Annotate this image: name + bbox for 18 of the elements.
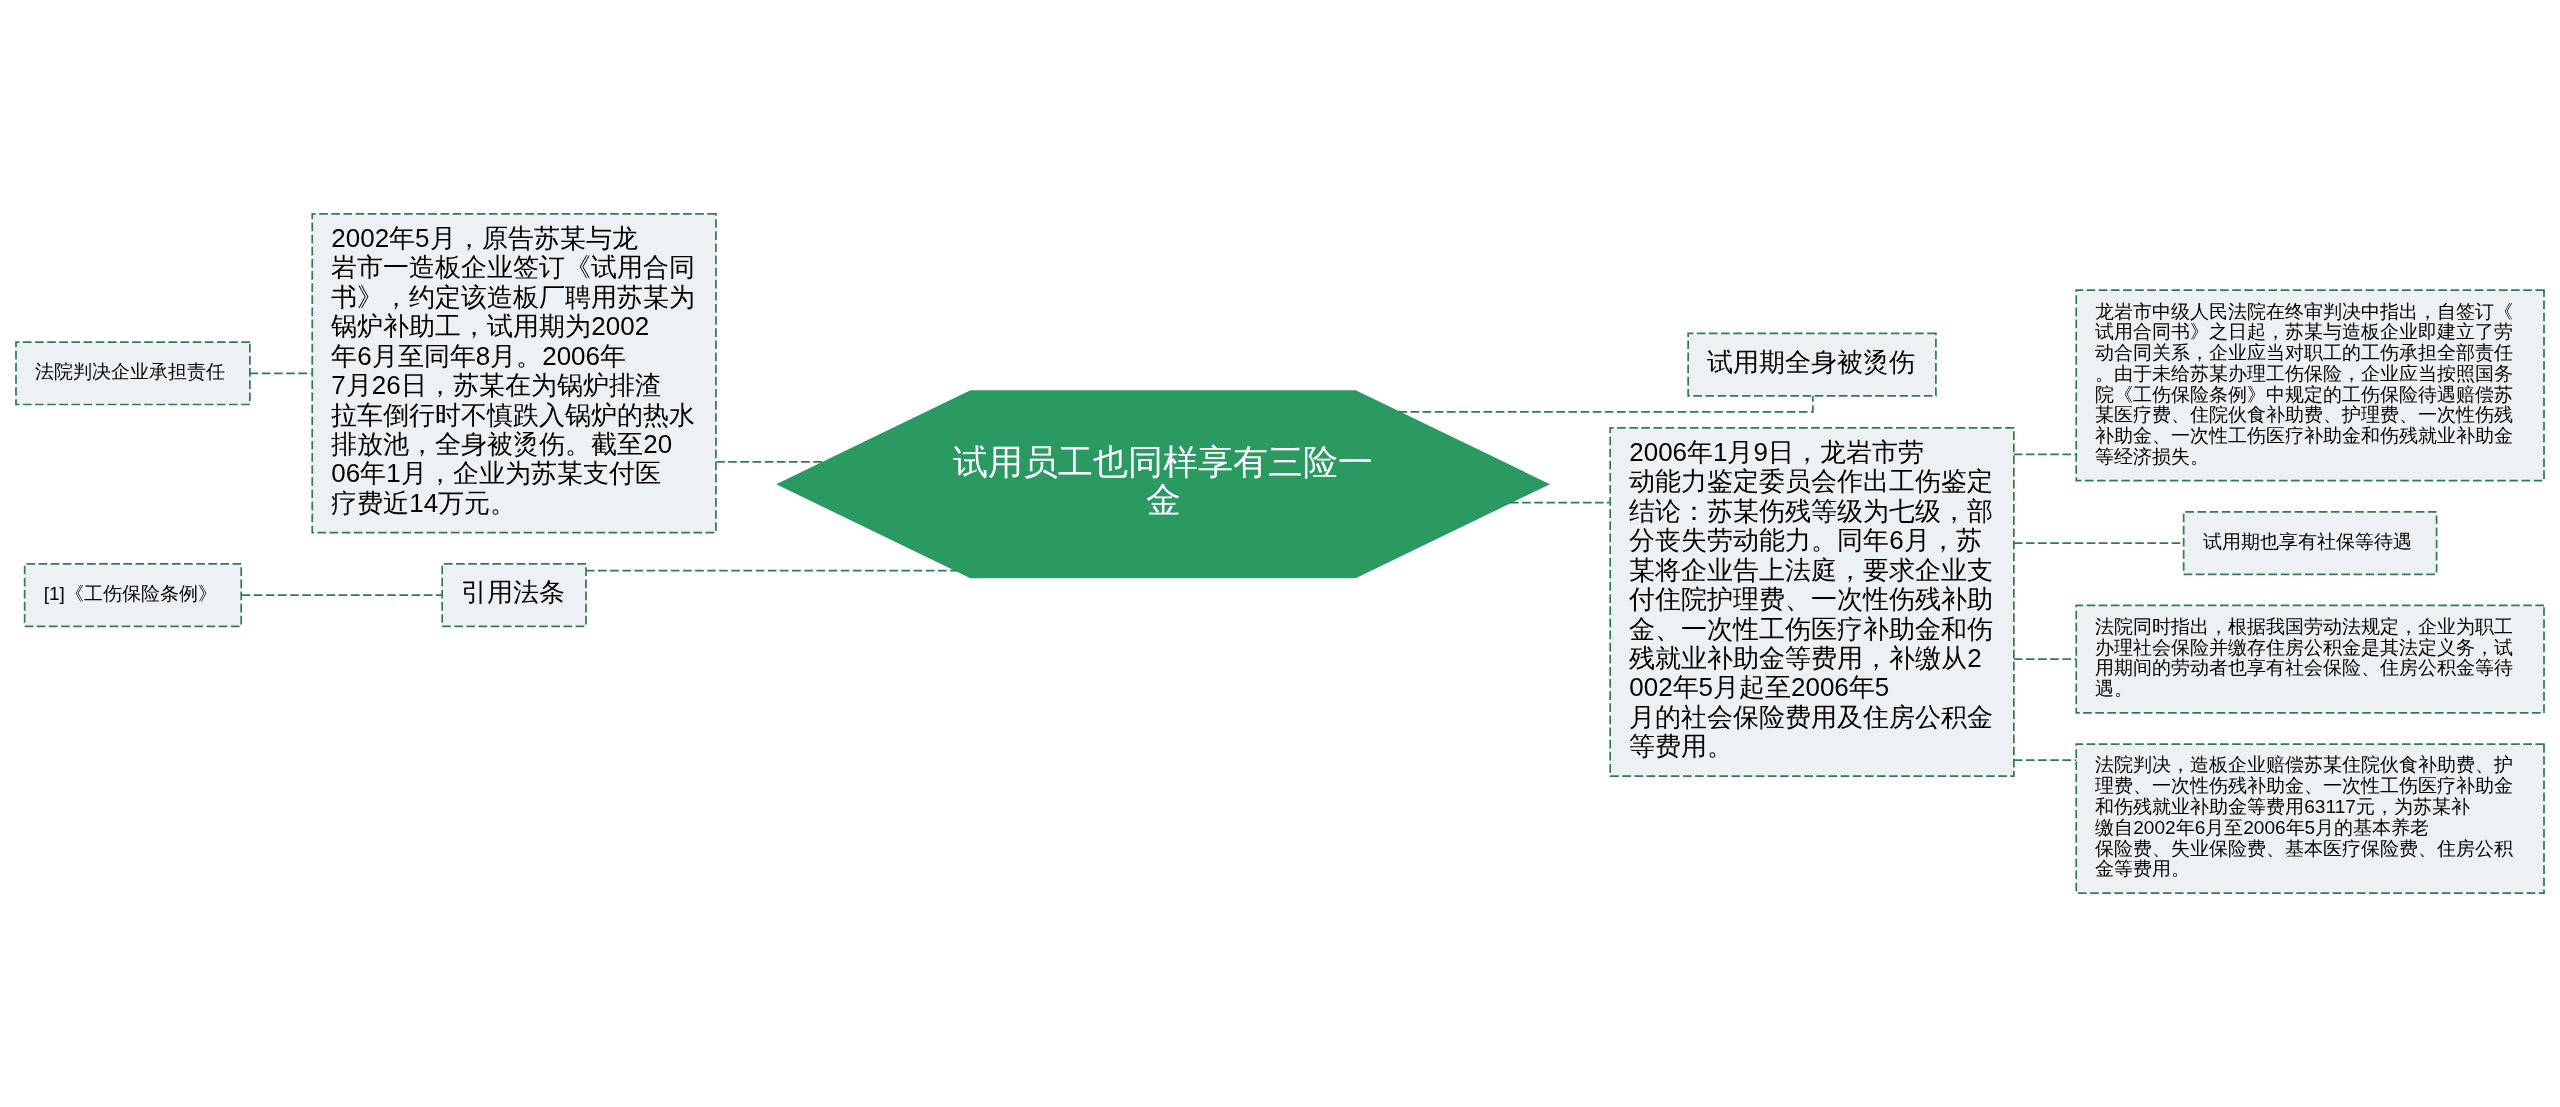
node-box: [1]《工伤保险条例》: [23, 563, 243, 628]
connector: [2013, 759, 2077, 761]
node-box: 法院判决，造板企业赔偿苏某住院伙食补助费、护理费、一次性伤残补助金、一次性工伤医疗补助金和伤残就业补助金等费用63117元，为苏某补缴自2002年6月至2006年5月的基本养老保险费、失业保险费、基本医疗保险费、住房公积金等费用。: [2075, 743, 2545, 894]
node-box: 2006年1月9日，龙岩市劳动能力鉴定委员会作出工伤鉴定结论：苏某伤残等级为七级，部分丧失劳动能力。同年6月，苏某将企业告上法庭，要求企业支付住院护理费、一次性伤残补助金、一次性工伤医疗补助金和伤残就业补助金等费用，补缴从2002年5月起至2006年5月的社会保险费用及住房公积金等费用。: [1609, 427, 2015, 777]
connector: [240, 594, 443, 596]
connector: [715, 460, 825, 463]
connector: [2013, 658, 2077, 661]
connector: [585, 569, 958, 572]
connector: [2013, 453, 2077, 456]
node-box: 引用法条: [441, 563, 587, 628]
connector: [249, 372, 313, 375]
node-box: 2002年5月，原告苏某与龙岩市一造板企业签订《试用合同书》，约定该造板厂聘用苏某为锅炉补助工，试用期为2002年6月至同年8月。2006年7月26日，苏某在为锅炉排渣拉车倒行时不慎跌入锅炉的热水排放池，全身被烫伤。截至2006年1月，企业为苏某支付医疗费近14万元。: [311, 213, 717, 534]
node-box: 试用期也享有社保等待遇: [2182, 511, 2438, 576]
node-box: 龙岩市中级人民法院在终审判决中指出，自签订《试用合同书》之日起，苏某与造板企业即建立了劳动合同关系，企业应当对职工的工伤承担全部责任。由于未给苏某办理工伤保险，企业应当按照国务院《工伤保险条例》中规定的工伤保险待遇赔偿苏某医疗费、住院伙食补助费、护理费、一次性伤残补助金、一次性工伤医疗补助金和伤残就业补助金等经济损失。: [2075, 289, 2545, 482]
node-box: 法院同时指出，根据我国劳动法规定，企业为职工办理社会保险并缴存住房公积金是其法定义务，试用期间的劳动者也享有社会保险、住房公积金等待遇。: [2075, 604, 2545, 714]
node-box: 试用期全身被烫伤: [1687, 332, 1937, 397]
connector: [1509, 501, 1611, 504]
node-box: 法院判决企业承担责任: [15, 341, 251, 406]
